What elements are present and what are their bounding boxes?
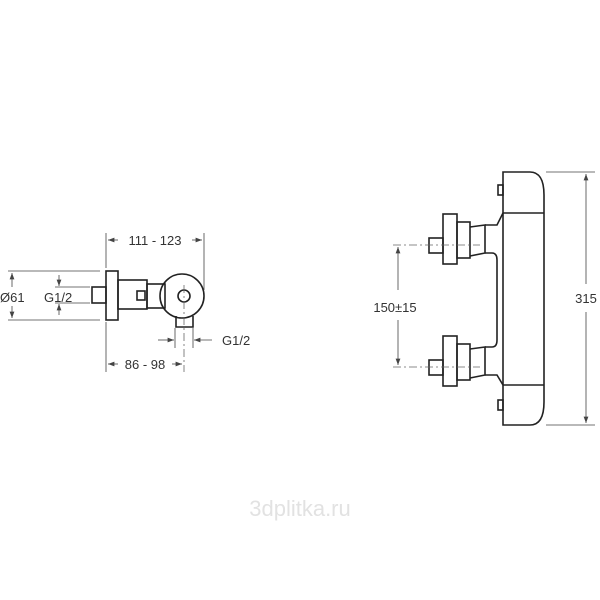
watermark: 3dplitka.ru xyxy=(249,496,351,521)
dim-outlet-offset-label: 86 - 98 xyxy=(125,357,165,372)
side-view-dimensions xyxy=(8,233,212,372)
dim-outlet-thread-label: G1/2 xyxy=(222,333,250,348)
side-view-mixer xyxy=(91,270,205,328)
lower-inlet xyxy=(428,335,504,387)
upper-inlet xyxy=(428,212,504,348)
dim-height-label: 315 xyxy=(575,291,597,306)
dim-inlet-thread-label: G1/2 xyxy=(44,290,72,305)
dim-diameter-label: Ø61 xyxy=(0,290,25,305)
front-view-dimensions xyxy=(393,171,595,426)
dim-inlet-spacing-label: 150±15 xyxy=(373,300,416,315)
front-view-mixer xyxy=(428,171,545,426)
dim-length-label: 111 - 123 xyxy=(128,233,181,248)
